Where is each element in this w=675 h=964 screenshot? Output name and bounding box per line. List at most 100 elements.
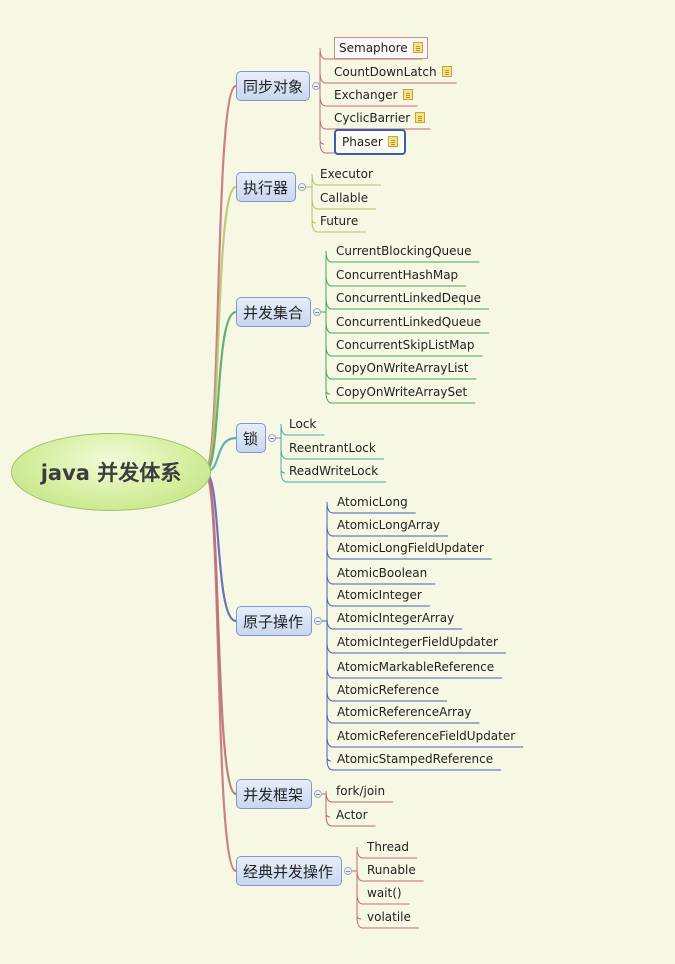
branch-label: 原子操作 bbox=[243, 612, 304, 631]
leaf-underline bbox=[319, 47, 423, 60]
leaf-underline bbox=[356, 846, 417, 859]
leaf-node[interactable]: AtomicMarkableReference bbox=[337, 658, 494, 676]
note-icon[interactable] bbox=[415, 112, 426, 123]
branch-node[interactable]: 并发框架 bbox=[236, 779, 312, 809]
leaf-node[interactable]: ConcurrentSkipListMap bbox=[336, 336, 474, 354]
leaf-node[interactable]: ReadWriteLock bbox=[289, 462, 378, 480]
branch-node[interactable]: 并发集合 bbox=[236, 297, 311, 327]
branch-node[interactable]: 经典并发操作 bbox=[236, 856, 342, 886]
branch-connector bbox=[204, 470, 237, 623]
leaf-node[interactable]: AtomicReferenceFieldUpdater bbox=[337, 727, 515, 745]
leaf-label: ReadWriteLock bbox=[289, 464, 379, 478]
leaf-underline bbox=[325, 344, 483, 357]
leaf-label: ConcurrentHashMap bbox=[336, 268, 459, 282]
leaf-node[interactable]: Actor bbox=[336, 806, 368, 824]
leaf-node[interactable]: Semaphore bbox=[334, 37, 428, 59]
leaf-node[interactable]: CopyOnWriteArraySet bbox=[336, 383, 467, 401]
leaf-label: AtomicInteger bbox=[337, 588, 422, 602]
leaf-node[interactable]: CountDownLatch bbox=[334, 63, 452, 81]
collapse-toggle-icon[interactable] bbox=[268, 434, 276, 442]
leaf-label: Phaser bbox=[342, 135, 383, 149]
note-icon[interactable] bbox=[412, 42, 423, 53]
leaf-node[interactable]: AtomicStampedReference bbox=[337, 750, 493, 768]
branch-node[interactable]: 同步对象 bbox=[236, 71, 311, 101]
leaf-label: AtomicReference bbox=[337, 683, 440, 697]
leaf-underline bbox=[356, 869, 424, 882]
leaf-bracket bbox=[356, 851, 362, 920]
leaf-underline bbox=[325, 367, 477, 380]
leaf-node[interactable]: AtomicLongArray bbox=[337, 516, 440, 534]
leaf-label: ConcurrentLinkedQueue bbox=[336, 315, 482, 329]
leaf-node[interactable]: Executor bbox=[320, 165, 373, 183]
leaf-node[interactable]: Exchanger bbox=[334, 86, 413, 104]
leaf-underline bbox=[319, 117, 431, 130]
leaf-underline bbox=[325, 321, 490, 334]
leaf-underline bbox=[319, 94, 418, 107]
note-icon[interactable] bbox=[441, 66, 452, 77]
leaf-node[interactable]: AtomicIntegerFieldUpdater bbox=[337, 633, 498, 651]
leaf-label: fork/join bbox=[336, 784, 386, 798]
root-node[interactable]: java 并发体系 bbox=[11, 433, 211, 511]
leaf-label: AtomicIntegerFieldUpdater bbox=[337, 635, 498, 649]
leaf-node[interactable]: AtomicReferenceArray bbox=[337, 703, 471, 721]
leaf-label: Thread bbox=[367, 840, 409, 854]
leaf-bracket bbox=[325, 255, 331, 395]
leaf-underline bbox=[325, 297, 489, 310]
note-icon[interactable] bbox=[402, 89, 413, 100]
leaf-underline bbox=[326, 735, 524, 748]
leaf-node[interactable]: ConcurrentHashMap bbox=[336, 266, 458, 284]
leaf-underline bbox=[325, 250, 480, 263]
leaf-node[interactable]: ConcurrentLinkedDeque bbox=[336, 289, 481, 307]
leaf-node[interactable]: Thread bbox=[367, 838, 409, 856]
collapse-toggle-icon[interactable] bbox=[344, 867, 352, 875]
leaf-node[interactable]: Lock bbox=[289, 415, 316, 433]
leaf-label: Future bbox=[320, 214, 359, 228]
collapse-toggle-icon[interactable] bbox=[313, 308, 321, 316]
leaf-node[interactable]: AtomicLongFieldUpdater bbox=[337, 539, 484, 557]
leaf-node[interactable]: volatile bbox=[367, 908, 411, 926]
leaf-underline bbox=[325, 391, 476, 404]
leaf-label: ConcurrentLinkedDeque bbox=[336, 291, 481, 305]
leaf-label: CountDownLatch bbox=[334, 65, 437, 79]
leaf-label: AtomicStampedReference bbox=[337, 752, 494, 766]
leaf-node[interactable]: AtomicInteger bbox=[337, 586, 422, 604]
leaf-node[interactable]: AtomicLong bbox=[337, 493, 408, 511]
root-label: java 并发体系 bbox=[40, 461, 182, 485]
leaf-underline bbox=[326, 594, 430, 607]
leaf-underline bbox=[311, 173, 381, 186]
leaf-node[interactable]: Runable bbox=[367, 861, 416, 879]
leaf-underline bbox=[326, 758, 502, 771]
branch-node[interactable]: 原子操作 bbox=[236, 606, 312, 636]
leaf-underline bbox=[280, 447, 384, 460]
collapse-toggle-icon[interactable] bbox=[314, 790, 322, 798]
leaf-node[interactable]: Phaser bbox=[334, 129, 406, 155]
leaf-label: Exchanger bbox=[334, 88, 398, 102]
leaf-label: CopyOnWriteArrayList bbox=[336, 361, 469, 375]
branch-label: 并发框架 bbox=[243, 785, 304, 804]
leaf-node[interactable]: Future bbox=[320, 212, 358, 230]
leaf-node[interactable]: Callable bbox=[320, 189, 368, 207]
leaf-bracket bbox=[319, 52, 325, 145]
leaf-node[interactable]: fork/join bbox=[336, 782, 385, 800]
leaf-node[interactable]: ConcurrentLinkedQueue bbox=[336, 313, 481, 331]
note-icon[interactable] bbox=[387, 136, 398, 147]
collapse-toggle-icon[interactable] bbox=[314, 617, 322, 625]
leaf-node[interactable]: AtomicIntegerArray bbox=[337, 609, 454, 627]
leaf-node[interactable]: CurrentBlockingQueue bbox=[336, 242, 472, 260]
collapse-toggle-icon[interactable] bbox=[312, 82, 321, 90]
branch-node[interactable]: 锁 bbox=[236, 423, 266, 453]
branch-node[interactable]: 执行器 bbox=[236, 172, 296, 202]
leaf-node[interactable]: AtomicReference bbox=[337, 681, 439, 699]
leaf-underline bbox=[326, 524, 449, 537]
leaf-node[interactable]: wait() bbox=[367, 884, 402, 902]
leaf-underline bbox=[326, 572, 436, 585]
leaf-underline bbox=[280, 423, 325, 436]
branch-label: 并发集合 bbox=[243, 303, 304, 322]
leaf-node[interactable]: AtomicBoolean bbox=[337, 564, 427, 582]
leaf-node[interactable]: CopyOnWriteArrayList bbox=[336, 359, 468, 377]
collapse-toggle-icon[interactable] bbox=[298, 183, 306, 191]
leaf-label: AtomicReferenceFieldUpdater bbox=[337, 729, 516, 743]
leaf-node[interactable]: CyclicBarrier bbox=[334, 109, 426, 127]
leaf-node[interactable]: ReentrantLock bbox=[289, 439, 376, 457]
